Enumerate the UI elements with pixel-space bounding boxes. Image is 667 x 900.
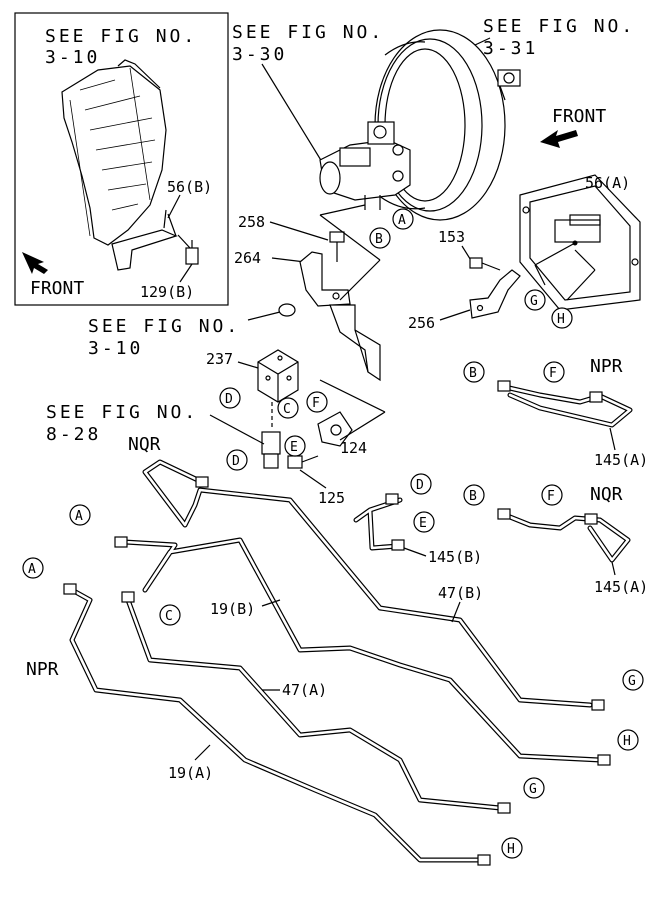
fig-3-10-main-ref-label: SEE FIG NO.: [88, 316, 240, 337]
circle-c-block: C: [283, 402, 291, 417]
pipes-group: [69, 384, 633, 863]
fig-3-30-ref-number: 3-30: [232, 44, 287, 65]
circle-d-145b: D: [416, 478, 424, 493]
part-47b-label: 47(B): [438, 584, 483, 602]
circle-h-19b: H: [623, 734, 631, 749]
nut-drawing: [247, 303, 296, 321]
circle-f-nqr: F: [547, 489, 555, 504]
fig-3-10-main-ref-number: 3-10: [88, 338, 143, 359]
circle-c-pipe: C: [165, 609, 173, 624]
circle-b-nqr: B: [469, 489, 477, 504]
clamp-256-drawing: [469, 269, 521, 319]
front-label: FRONT: [552, 106, 606, 127]
fig-8-28-ref-number: 8-28: [46, 424, 101, 445]
model-npr-left-label: NPR: [26, 659, 59, 680]
bracket-264-drawing: [299, 251, 381, 382]
pedal-bracket-drawing: [61, 59, 167, 246]
circle-a-top: A: [398, 213, 406, 228]
fig-8-28-ref-label: SEE FIG NO.: [46, 402, 198, 423]
brake-booster-drawing: [319, 29, 521, 221]
junction-block-237-drawing: [257, 349, 299, 403]
model-nqr-left-label: NQR: [128, 434, 161, 455]
switch-8-28-drawing: [261, 431, 281, 469]
circle-f-npr: F: [549, 366, 557, 381]
circle-e-joint: E: [290, 440, 298, 455]
circle-b-top: B: [375, 232, 383, 247]
bolt-129b-drawing: [177, 234, 199, 265]
circle-a-mid: A: [75, 509, 83, 524]
part-56a-label: 56(A): [585, 174, 630, 192]
part-153-label: 153: [438, 228, 465, 246]
inset-part-56b: 56(B): [167, 178, 212, 196]
part-256-label: 256: [408, 314, 435, 332]
bolt-125-drawing: [287, 455, 319, 469]
fig-3-31-ref-label: SEE FIG NO.: [483, 16, 635, 37]
bracket-56b-drawing: [111, 209, 178, 271]
inset-front-label: FRONT: [30, 278, 84, 299]
circle-g-47a: G: [529, 782, 537, 797]
fig-3-30-ref-label: SEE FIG NO.: [232, 22, 384, 43]
part-264-label: 264: [234, 249, 261, 267]
part-258-label: 258: [238, 213, 265, 231]
circle-a-left: A: [28, 562, 36, 577]
circle-d-nqr: D: [232, 454, 240, 469]
inset-part-129b: 129(B): [140, 283, 194, 301]
fig-3-31-ref-number: 3-31: [483, 38, 538, 59]
callout-circles: A A A B B B C C D D D E E F F F G G G H …: [22, 208, 644, 859]
part-19a-label: 19(A): [168, 764, 213, 782]
circle-h-bracket: H: [557, 312, 565, 327]
part-145a-bottom-label: 145(A): [594, 578, 648, 596]
circle-f-block: F: [312, 396, 320, 411]
circle-e-145b: E: [419, 516, 427, 531]
part-145a-top-label: 145(A): [594, 451, 648, 469]
part-124-label: 124: [340, 439, 367, 457]
bolt-258-drawing: [329, 231, 345, 262]
bracket-56a-drawing: [519, 174, 641, 311]
part-145b-label: 145(B): [428, 548, 482, 566]
part-19b-label: 19(B): [210, 600, 255, 618]
part-237-label: 237: [206, 350, 233, 368]
pipe-fittings: [63, 380, 611, 866]
front-arrow-icon: [540, 130, 578, 148]
inset-fig-ref-number: 3-10: [45, 47, 100, 68]
circle-g-bracket: G: [530, 294, 538, 309]
part-125-label: 125: [318, 489, 345, 507]
model-nqr-right-label: NQR: [590, 484, 623, 505]
model-npr-top-label: NPR: [590, 356, 623, 377]
circle-h-19a: H: [507, 842, 515, 857]
inset-border: [14, 12, 229, 306]
inset-front-arrow-icon: [22, 252, 48, 274]
circle-d-block: D: [225, 392, 233, 407]
circle-b-npr: B: [469, 366, 477, 381]
part-47a-label: 47(A): [282, 681, 327, 699]
inset-panel: SEE FIG NO. 3-10 56(B) 129(B) FRONT: [14, 12, 229, 306]
inset-fig-ref-label: SEE FIG NO.: [45, 26, 197, 47]
bolt-153-drawing: [469, 257, 501, 271]
circle-g-47b: G: [628, 674, 636, 689]
